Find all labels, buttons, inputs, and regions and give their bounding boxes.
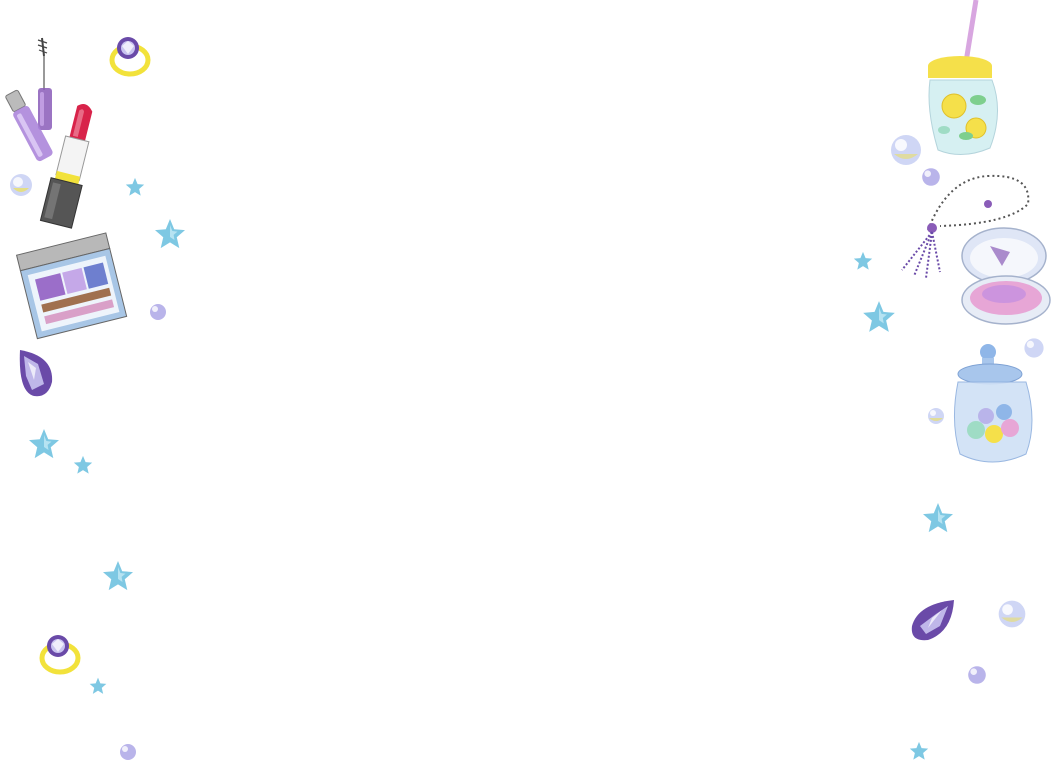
pearl-icon [1024, 338, 1044, 358]
star-icon [73, 455, 93, 474]
pearl-icon [120, 744, 136, 760]
pearl-icon [928, 408, 944, 424]
ring-icon [109, 37, 151, 77]
star-icon [89, 677, 107, 694]
eyeshadow-palette-icon [16, 232, 128, 340]
ring-icon [39, 635, 81, 675]
pearl-icon [150, 304, 166, 320]
star-icon [155, 219, 185, 249]
necklace-icon [901, 174, 1030, 279]
compact-powder-icon [961, 227, 1051, 325]
star-icon [103, 561, 133, 591]
teardrop-gem-icon [19, 350, 53, 397]
pearl-icon [891, 135, 921, 165]
mascara-icon [37, 37, 52, 130]
star-icon [909, 741, 929, 760]
lip-gloss-icon [5, 89, 53, 162]
candy-jar-icon [953, 344, 1033, 463]
teardrop-gem-icon [911, 600, 954, 641]
pearl-icon [968, 666, 986, 684]
pearl-icon [922, 168, 940, 186]
star-icon [923, 503, 953, 533]
star-icon [125, 177, 145, 196]
pearl-icon [998, 600, 1026, 628]
blank-content-area [200, 0, 840, 762]
star-icon [29, 429, 59, 459]
star-icon [863, 301, 895, 332]
lipstick-icon [39, 103, 93, 229]
mason-jar-drink-icon [928, 0, 999, 155]
star-icon [853, 251, 873, 270]
pearl-icon [10, 174, 32, 196]
